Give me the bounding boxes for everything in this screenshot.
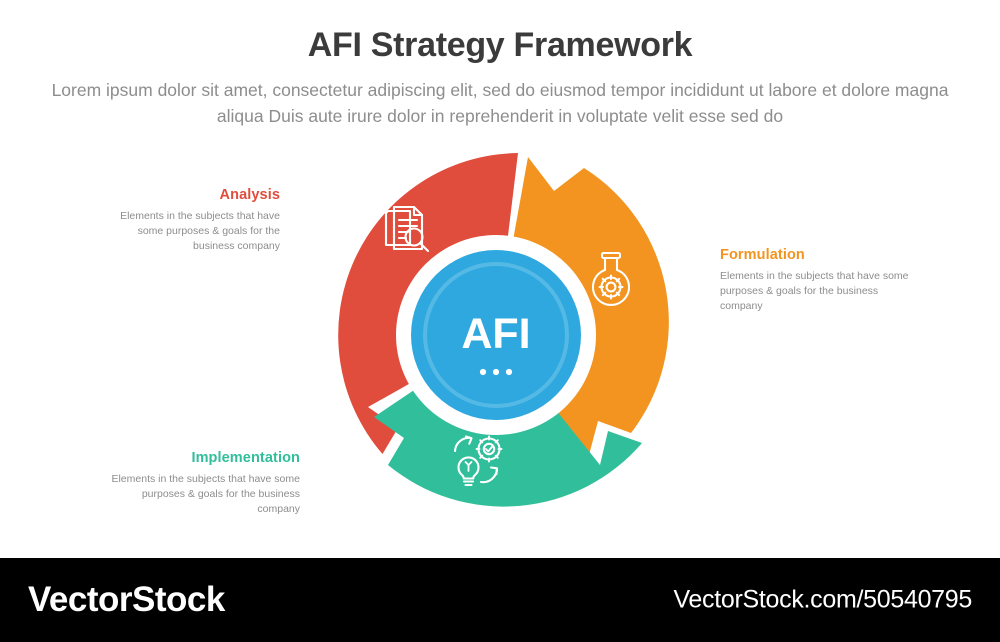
diagram-stage: Analysis Elements in the subjects that h… [0, 140, 1000, 555]
label-block-formulation: Formulation Elements in the subjects tha… [720, 247, 920, 315]
flask-gear-icon [591, 251, 631, 306]
label-title-formulation: Formulation [720, 247, 805, 263]
label-title-implementation: Implementation [191, 450, 300, 466]
footer-url: VectorStock.com/50540795 [673, 585, 972, 614]
header: AFI Strategy Framework Lorem ipsum dolor… [0, 0, 1000, 130]
label-desc-analysis: Elements in the subjects that have some … [120, 210, 280, 253]
label-block-analysis: Analysis Elements in the subjects that h… [100, 187, 280, 255]
footer-bar: VectorStock VectorStock.com/50540795 [0, 558, 1000, 642]
center-disc[interactable] [411, 250, 581, 420]
label-block-implementation: Implementation Elements in the subjects … [100, 450, 300, 518]
page-subtitle: Lorem ipsum dolor sit amet, consectetur … [51, 80, 949, 127]
center-dots [479, 368, 513, 376]
document-search-icon [384, 205, 430, 253]
label-desc-implementation: Elements in the subjects that have some … [111, 473, 300, 516]
cycle-wheel: AFI [306, 145, 686, 525]
center-inner-ring [423, 262, 569, 408]
footer-brand: VectorStock [28, 580, 225, 619]
center-label: AFI [461, 310, 530, 358]
label-title-analysis: Analysis [219, 187, 280, 203]
label-desc-formulation: Elements in the subjects that have some … [720, 270, 909, 313]
lightbulb-gear-cycle-icon [453, 435, 503, 487]
page-title: AFI Strategy Framework [307, 26, 693, 64]
